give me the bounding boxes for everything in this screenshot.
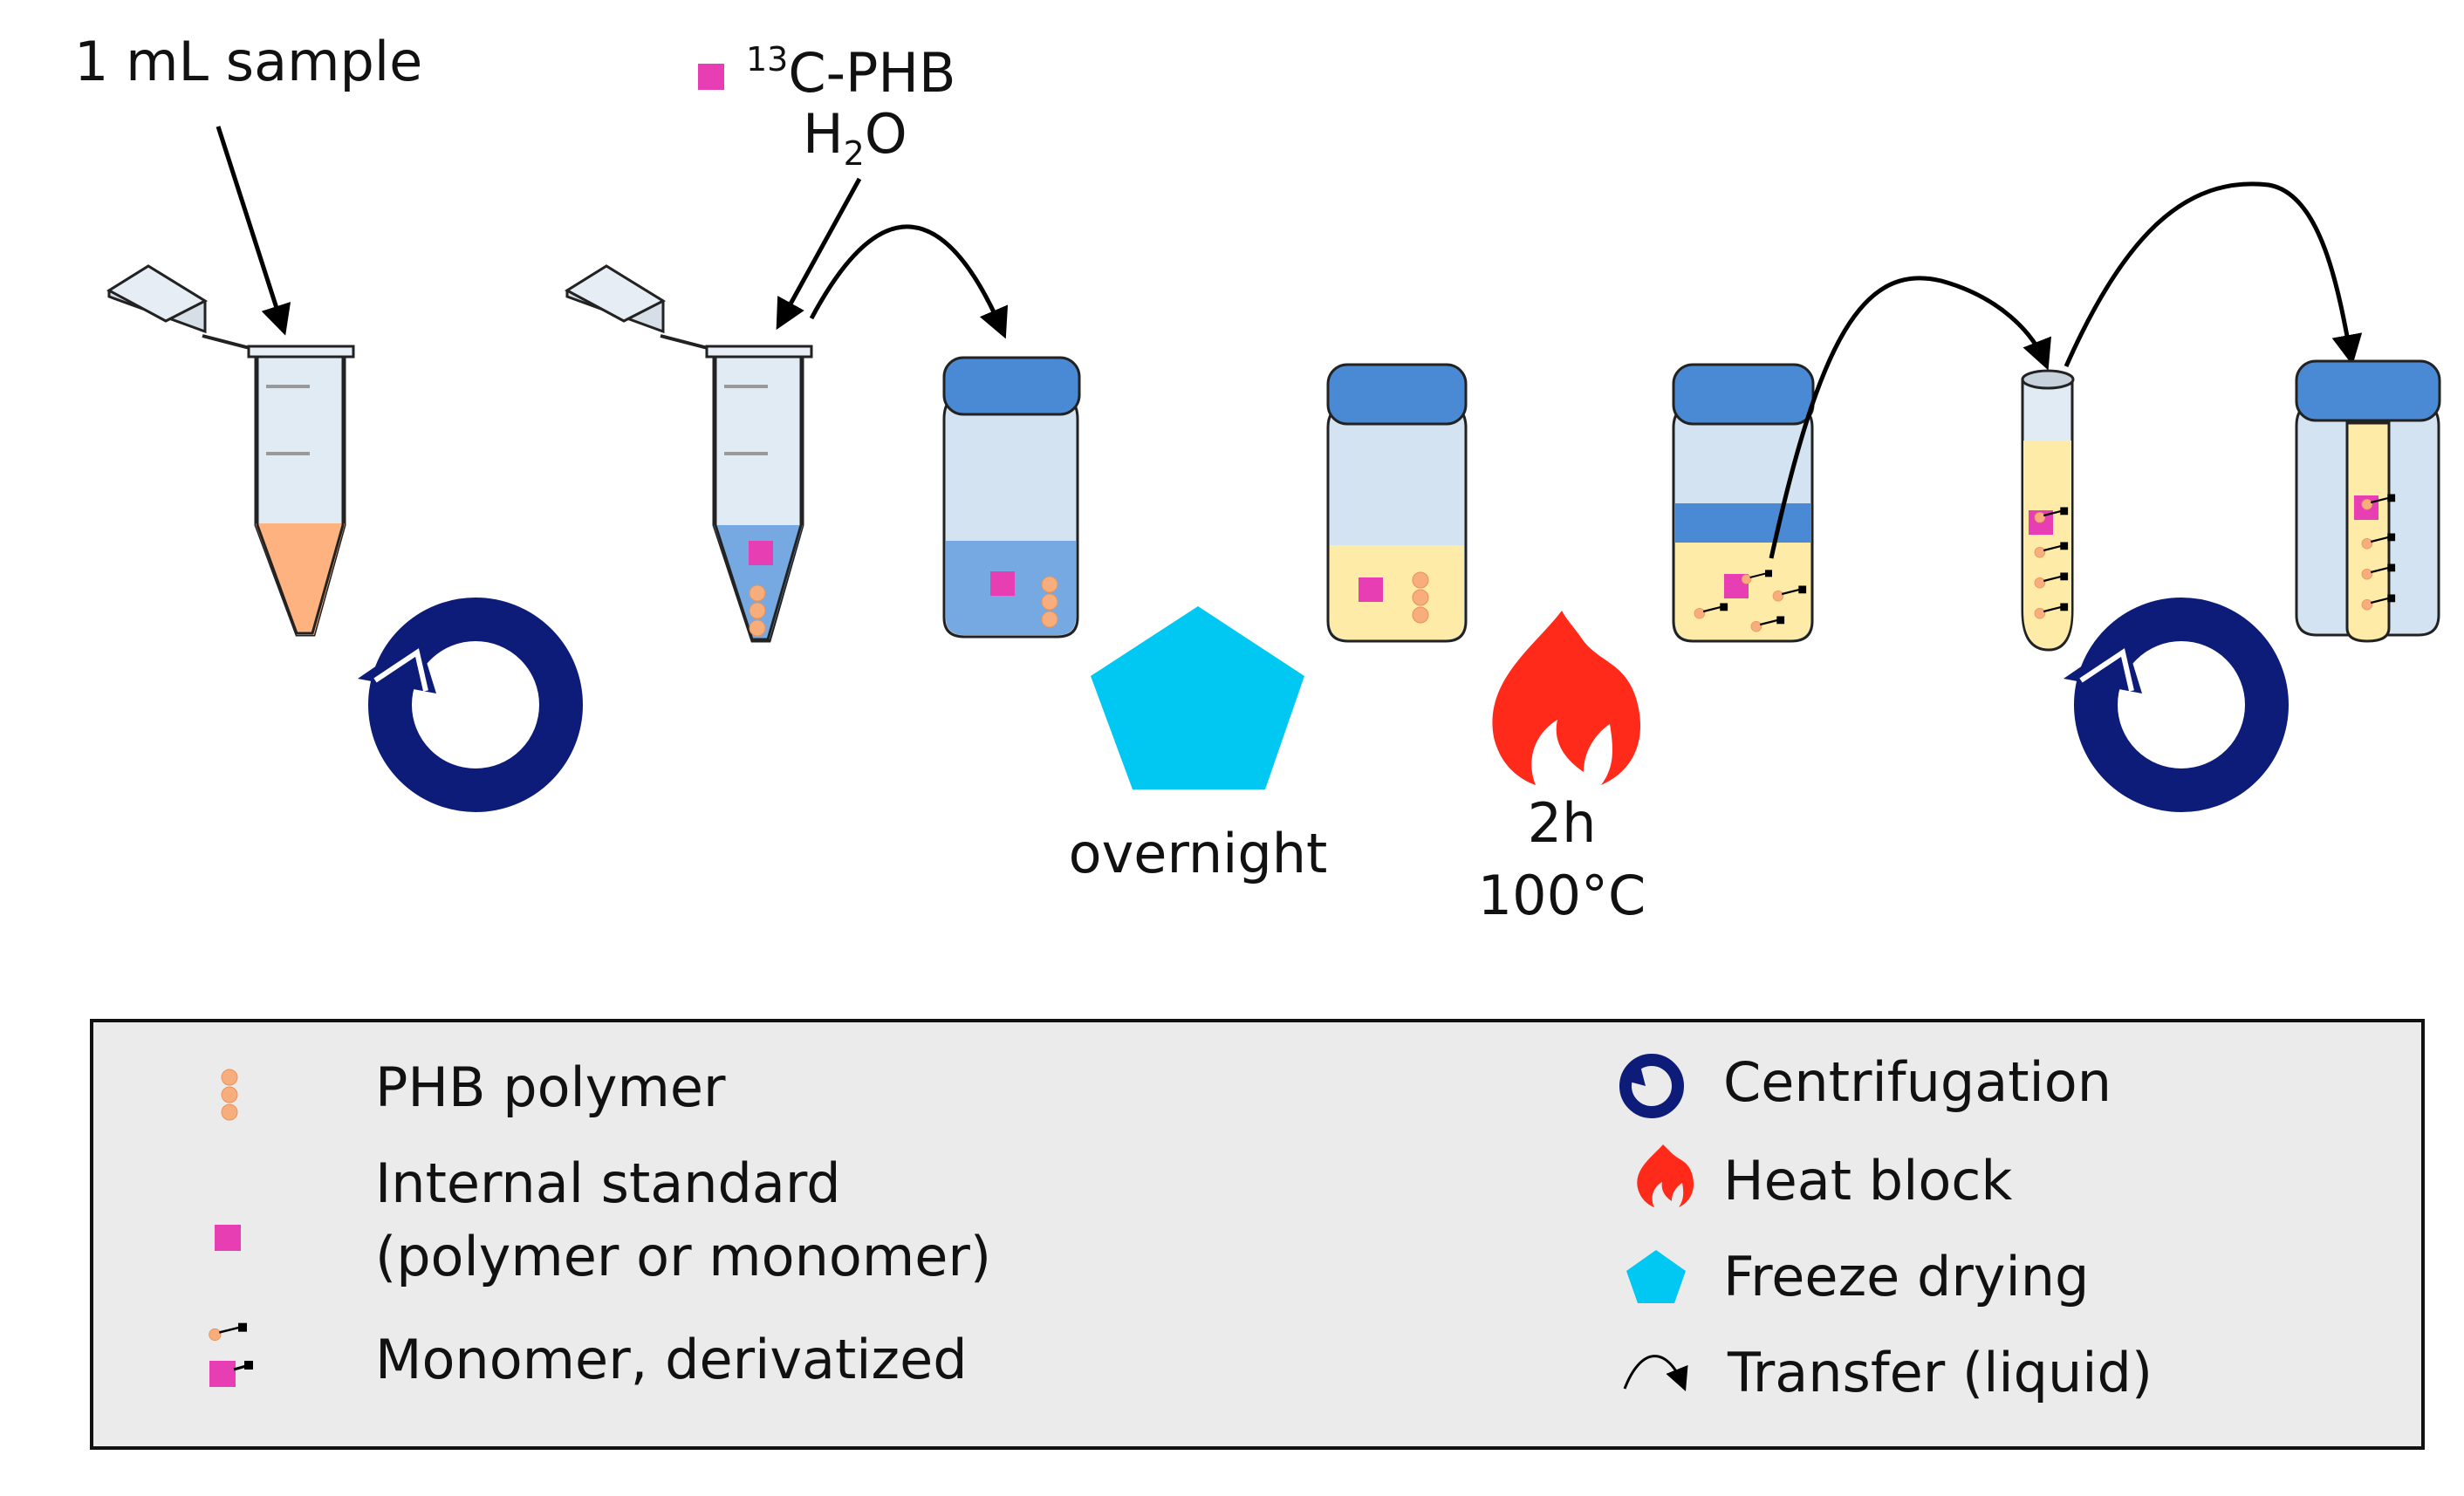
transfer-arc-1 (809, 224, 1009, 339)
vial-two-phase (1672, 363, 1815, 643)
water-h: H (803, 102, 844, 166)
transfer-arc-3 (2064, 181, 2363, 368)
transfer-arc-icon (1623, 1355, 1688, 1392)
legend-box (90, 1019, 2425, 1450)
centrifugation-icon (1619, 1054, 1684, 1118)
narrow-tube (2021, 369, 2075, 652)
centrifugation-icon (2064, 598, 2289, 812)
legend-transfer-label: Transfer (liquid) (1727, 1341, 2153, 1404)
svg-text:13C-PHB: 13C-PHB (746, 40, 956, 105)
derivatized-monomer-icon (208, 1322, 253, 1387)
flame-icon (1492, 611, 1641, 785)
legend-freeze-label: Freeze drying (1723, 1245, 2089, 1308)
svg-text:H2O: H2O (803, 102, 907, 173)
legend-standard-label-1: Internal standard (375, 1151, 841, 1215)
vial-with-insert (2295, 359, 2441, 643)
flame-icon (1637, 1144, 1694, 1207)
vial-dried (1326, 363, 1468, 643)
legend-heat-label: Heat block (1723, 1149, 2012, 1213)
heat-time-label: 2h (1528, 791, 1597, 855)
pentagon-icon (1091, 606, 1304, 789)
legend-monomer-label: Monomer, derivatized (375, 1328, 968, 1391)
phb-polymer-beads-icon (221, 1069, 238, 1121)
internal-standard-square-icon (698, 64, 724, 90)
pentagon-icon (1626, 1250, 1686, 1303)
isotope-superscript: 13 (746, 40, 788, 79)
water-o: O (865, 102, 907, 166)
vial-water (942, 356, 1081, 639)
freeze-time-label: overnight (1069, 822, 1328, 885)
legend-standard-label-2: (polymer or monomer) (375, 1225, 991, 1288)
transfer-arc-2 (1769, 276, 2051, 559)
heat-temp-label: 100°C (1478, 864, 1646, 927)
legend-phb-label: PHB polymer (375, 1055, 726, 1119)
legend-centrifugation-label: Centrifugation (1723, 1050, 2112, 1114)
centrifugation-icon (358, 598, 583, 812)
sample-tube (106, 264, 355, 637)
sample-arrow (216, 126, 291, 336)
sample-label: 1 mL sample (74, 30, 422, 93)
standard-label: C-PHB (788, 41, 955, 105)
internal-standard-square-icon (215, 1225, 241, 1251)
standard-tube (565, 264, 813, 643)
standard-arrow (776, 177, 862, 331)
water-subscript: 2 (844, 134, 865, 173)
